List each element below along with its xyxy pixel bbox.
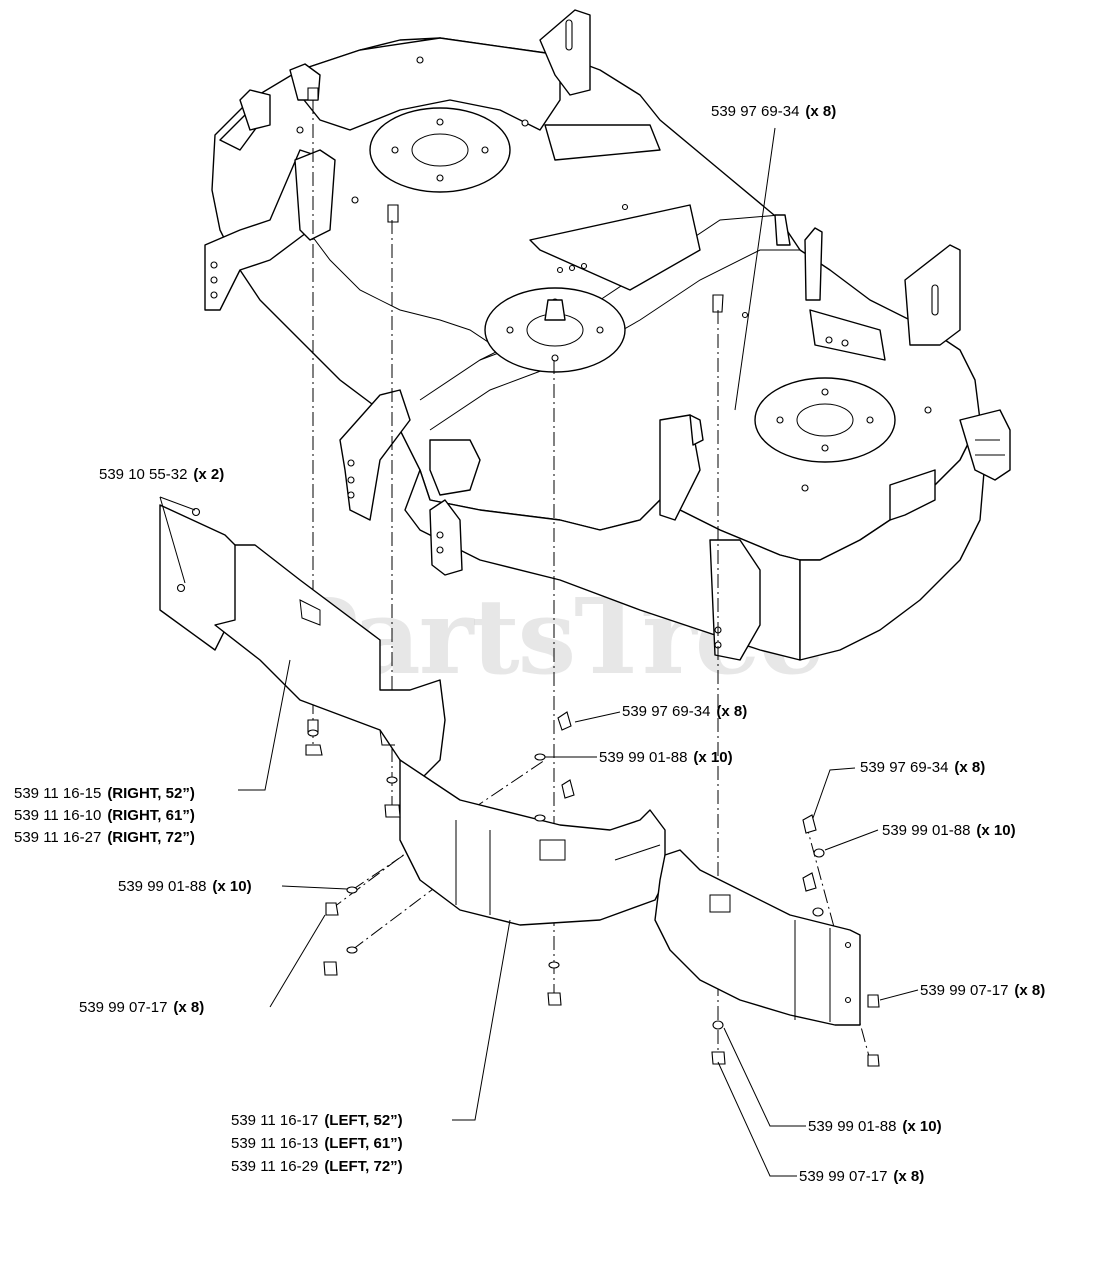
callout-qty: (x 8) <box>1014 982 1045 999</box>
callout-qty: (RIGHT, 72”) <box>107 829 195 846</box>
callout-c3a: 539 11 16-15 (RIGHT, 52”) <box>14 785 195 802</box>
callout-c4: 539 97 69-34 (x 8) <box>622 703 747 720</box>
baffle-rear-right <box>654 849 861 1026</box>
callout-part-number: 539 11 16-27 <box>14 829 101 846</box>
callout-qty: (LEFT, 61”) <box>324 1135 402 1152</box>
callout-qty: (RIGHT, 61”) <box>107 807 195 824</box>
leader-lines <box>159 127 919 1177</box>
callout-qty: (x 10) <box>902 1118 941 1135</box>
callout-part-number: 539 99 07-17 <box>920 982 1008 999</box>
callout-qty: (x 8) <box>893 1168 924 1185</box>
callout-qty: (LEFT, 72”) <box>324 1158 402 1175</box>
callout-part-number: 539 11 16-10 <box>14 807 101 824</box>
callout-c7: 539 99 01-88 (x 10) <box>882 822 1016 839</box>
callout-part-number: 539 99 01-88 <box>118 878 206 895</box>
callout-qty: (x 10) <box>693 749 732 766</box>
callout-qty: (x 2) <box>193 466 224 483</box>
callout-qty: (x 8) <box>173 999 204 1016</box>
callout-part-number: 539 97 69-34 <box>711 103 799 120</box>
callout-qty: (x 8) <box>716 703 747 720</box>
callout-c10: 539 99 07-17 (x 8) <box>79 999 204 1016</box>
baffle-right <box>214 544 446 781</box>
callout-qty: (x 10) <box>212 878 251 895</box>
hardware <box>305 711 880 1067</box>
callout-c11b: 539 11 16-13 (LEFT, 61”) <box>231 1135 403 1152</box>
baffle-left <box>399 759 666 926</box>
callout-part-number: 539 11 16-29 <box>231 1158 318 1175</box>
callout-qty: (LEFT, 52”) <box>324 1112 402 1129</box>
callout-c5: 539 99 01-88 (x 10) <box>599 749 733 766</box>
callout-part-number: 539 99 01-88 <box>599 749 687 766</box>
callout-c2: 539 10 55-32 (x 2) <box>99 466 224 483</box>
callout-qty: (RIGHT, 52”) <box>107 785 195 802</box>
callout-c12: 539 99 01-88 (x 10) <box>808 1118 942 1135</box>
callout-part-number: 539 11 16-15 <box>14 785 101 802</box>
callout-c3c: 539 11 16-27 (RIGHT, 72”) <box>14 829 195 846</box>
callout-c9: 539 99 07-17 (x 8) <box>920 982 1045 999</box>
callout-part-number: 539 99 07-17 <box>799 1168 887 1185</box>
callout-c13: 539 99 07-17 (x 8) <box>799 1168 924 1185</box>
callout-c11a: 539 11 16-17 (LEFT, 52”) <box>231 1112 403 1129</box>
callout-c1: 539 97 69-34 (x 8) <box>711 103 836 120</box>
callout-part-number: 539 10 55-32 <box>99 466 187 483</box>
callout-qty: (x 10) <box>976 822 1015 839</box>
callout-qty: (x 8) <box>805 103 836 120</box>
callout-part-number: 539 99 01-88 <box>808 1118 896 1135</box>
mower-deck <box>204 9 1011 661</box>
callout-c11c: 539 11 16-29 (LEFT, 72”) <box>231 1158 403 1175</box>
callout-c6: 539 97 69-34 (x 8) <box>860 759 985 776</box>
callout-c8: 539 99 01-88 (x 10) <box>118 878 252 895</box>
callout-part-number: 539 97 69-34 <box>860 759 948 776</box>
callout-part-number: 539 99 01-88 <box>882 822 970 839</box>
callout-c3b: 539 11 16-10 (RIGHT, 61”) <box>14 807 195 824</box>
callout-part-number: 539 11 16-13 <box>231 1135 318 1152</box>
callout-part-number: 539 11 16-17 <box>231 1112 318 1129</box>
callout-part-number: 539 99 07-17 <box>79 999 167 1016</box>
callout-part-number: 539 97 69-34 <box>622 703 710 720</box>
callout-qty: (x 8) <box>954 759 985 776</box>
callout-labels: 539 97 69-34 (x 8) 539 10 55-32 (x 2) 539 … <box>14 103 1045 1185</box>
